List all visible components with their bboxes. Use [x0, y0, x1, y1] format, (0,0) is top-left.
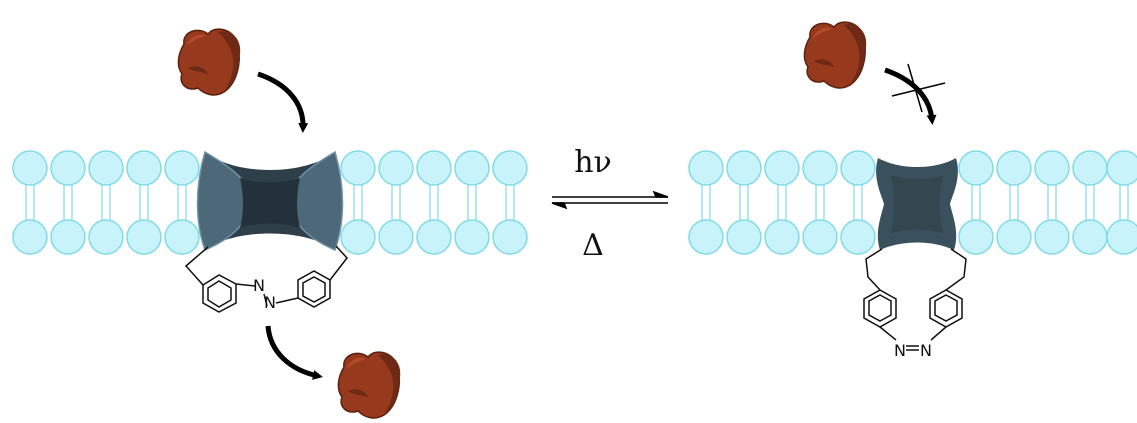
lipid-head: [88, 150, 124, 186]
lipid-head: [996, 219, 1032, 255]
lipid-head: [1072, 219, 1108, 255]
lipid-head: [802, 219, 838, 255]
azo-nitrogen-right-2: N: [920, 341, 932, 360]
lipid-molecule: [454, 150, 490, 255]
lipid-molecule: [1072, 150, 1108, 255]
lipid-head: [840, 219, 876, 255]
lipid-molecule: [12, 150, 48, 255]
lipid-molecule: [378, 150, 414, 255]
lipid-head: [958, 219, 994, 255]
lipid-head: [12, 219, 48, 255]
lipid-head: [802, 150, 838, 186]
left-lipid-bilayer: [12, 150, 528, 255]
protein-ligand-icon: [177, 28, 242, 96]
lipid-head: [416, 150, 452, 186]
trans-azobenzene-linker: [184, 245, 348, 313]
lipid-head: [454, 219, 490, 255]
lipid-head: [840, 150, 876, 186]
forward-reaction-label: hν: [574, 145, 612, 180]
lipid-head: [688, 150, 724, 186]
lipid-molecule: [688, 150, 724, 255]
lipid-head: [764, 150, 800, 186]
lipid-molecule: [492, 150, 528, 255]
lipid-head: [726, 150, 762, 186]
lipid-head: [996, 150, 1032, 186]
azo-nitrogen-left-1: N: [253, 276, 265, 295]
lipid-head: [378, 219, 414, 255]
lipid-head: [126, 219, 162, 255]
closed-ion-channel-icon: [876, 158, 958, 250]
lipid-head: [1106, 219, 1137, 255]
lipid-head: [492, 219, 528, 255]
lipid-head: [126, 150, 162, 186]
lipid-molecule: [50, 150, 86, 255]
lipid-molecule: [340, 150, 376, 255]
lipid-head: [340, 150, 376, 186]
azo-nitrogen-left-2: N: [264, 293, 276, 312]
lipid-molecule: [802, 150, 838, 255]
lipid-molecule: [1034, 150, 1070, 255]
lipid-molecule: [126, 150, 162, 255]
lipid-head: [88, 219, 124, 255]
lipid-molecule: [726, 150, 762, 255]
lipid-head: [688, 219, 724, 255]
lipid-head: [340, 219, 376, 255]
reverse-reaction-label: Δ: [582, 228, 604, 263]
lipid-molecule: [764, 150, 800, 255]
right-lipid-bilayer: [688, 150, 1137, 255]
protein-ligand-icon: [337, 351, 402, 419]
lipid-molecule: [164, 150, 200, 255]
lipid-head: [1106, 150, 1137, 186]
lipid-head: [50, 219, 86, 255]
lipid-head: [1034, 150, 1070, 186]
azo-nitrogen-right-1: N: [894, 341, 906, 360]
release-arrow: [265, 325, 323, 380]
lipid-head: [492, 150, 528, 186]
lipid-head: [454, 150, 490, 186]
cis-azobenzene-linker: [863, 248, 967, 351]
lipid-molecule: [996, 150, 1032, 255]
lipid-head: [958, 150, 994, 186]
blocked-binding-arrow: [884, 67, 937, 125]
lipid-head: [164, 150, 200, 186]
binding-arrow: [257, 71, 309, 133]
lipid-molecule: [416, 150, 452, 255]
lipid-head: [12, 150, 48, 186]
equilibrium-arrows: [551, 190, 669, 210]
lipid-head: [726, 219, 762, 255]
lipid-head: [1034, 219, 1070, 255]
lipid-head: [164, 219, 200, 255]
lipid-molecule: [840, 150, 876, 255]
lipid-molecule: [88, 150, 124, 255]
lipid-head: [764, 219, 800, 255]
lipid-head: [1072, 150, 1108, 186]
lipid-molecule: [958, 150, 994, 255]
lipid-head: [378, 150, 414, 186]
lipid-head: [50, 150, 86, 186]
open-ion-channel-icon: [196, 150, 344, 252]
protein-ligand-icon: [803, 21, 868, 89]
lipid-head: [416, 219, 452, 255]
lipid-molecule: [1106, 150, 1137, 255]
blocked-cross-icon: [891, 63, 946, 113]
